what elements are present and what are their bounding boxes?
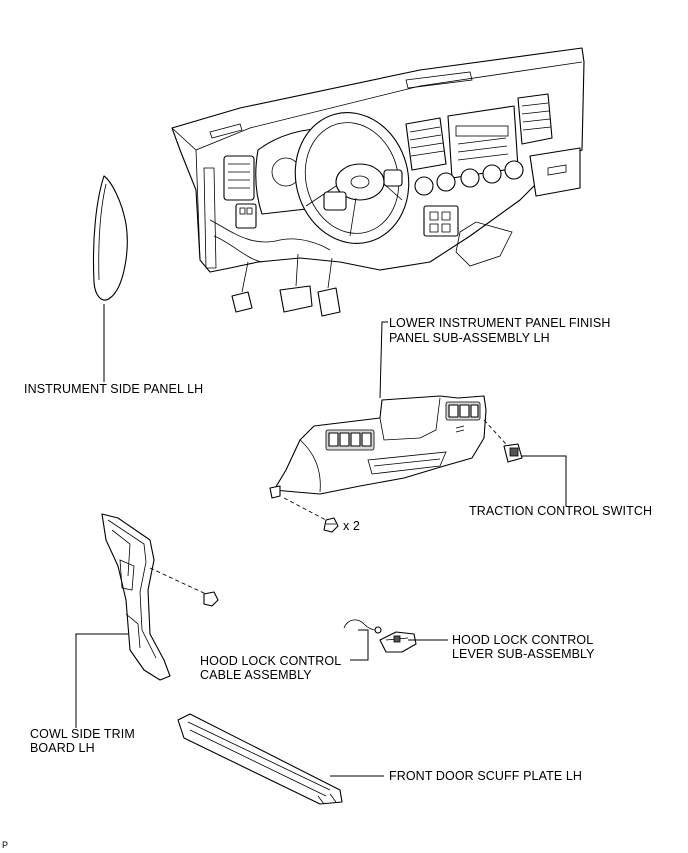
hood-lock-control-lever-part bbox=[379, 631, 448, 653]
cowl-trim-label-line2: BOARD LH bbox=[30, 741, 95, 755]
cowl-side-trim-board-part bbox=[75, 513, 219, 728]
instrument-side-panel-part bbox=[92, 175, 128, 382]
clip-fastener-part bbox=[283, 497, 339, 533]
corner-mark: P bbox=[2, 840, 9, 850]
hood-lever-label-line1: HOOD LOCK CONTROL bbox=[452, 633, 594, 647]
front-door-scuff-plate-part bbox=[177, 713, 384, 805]
traction-control-switch-part bbox=[483, 419, 567, 506]
scuff-plate-label: FRONT DOOR SCUFF PLATE LH bbox=[389, 769, 583, 783]
lower-panel-label-line2: PANEL SUB-ASSEMBLY LH bbox=[389, 331, 550, 345]
hood-lever-label-line2: LEVER SUB-ASSEMBLY bbox=[452, 647, 595, 661]
hood-lock-control-cable-part bbox=[343, 619, 382, 661]
lower-instrument-panel-finish-part bbox=[269, 321, 487, 499]
lower-panel-label-line1: LOWER INSTRUMENT PANEL FINISH bbox=[389, 316, 611, 330]
clip-quantity-label: x 2 bbox=[343, 519, 360, 533]
cowl-trim-label-line1: COWL SIDE TRIM bbox=[30, 727, 135, 741]
traction-control-switch-label: TRACTION CONTROL SWITCH bbox=[469, 504, 653, 518]
instrument-side-panel-label: INSTRUMENT SIDE PANEL LH bbox=[24, 382, 204, 396]
hood-cable-label-line2: CABLE ASSEMBLY bbox=[200, 668, 312, 682]
hood-cable-label-line1: HOOD LOCK CONTROL bbox=[200, 654, 342, 668]
dashboard-overview-illustration bbox=[171, 47, 585, 317]
